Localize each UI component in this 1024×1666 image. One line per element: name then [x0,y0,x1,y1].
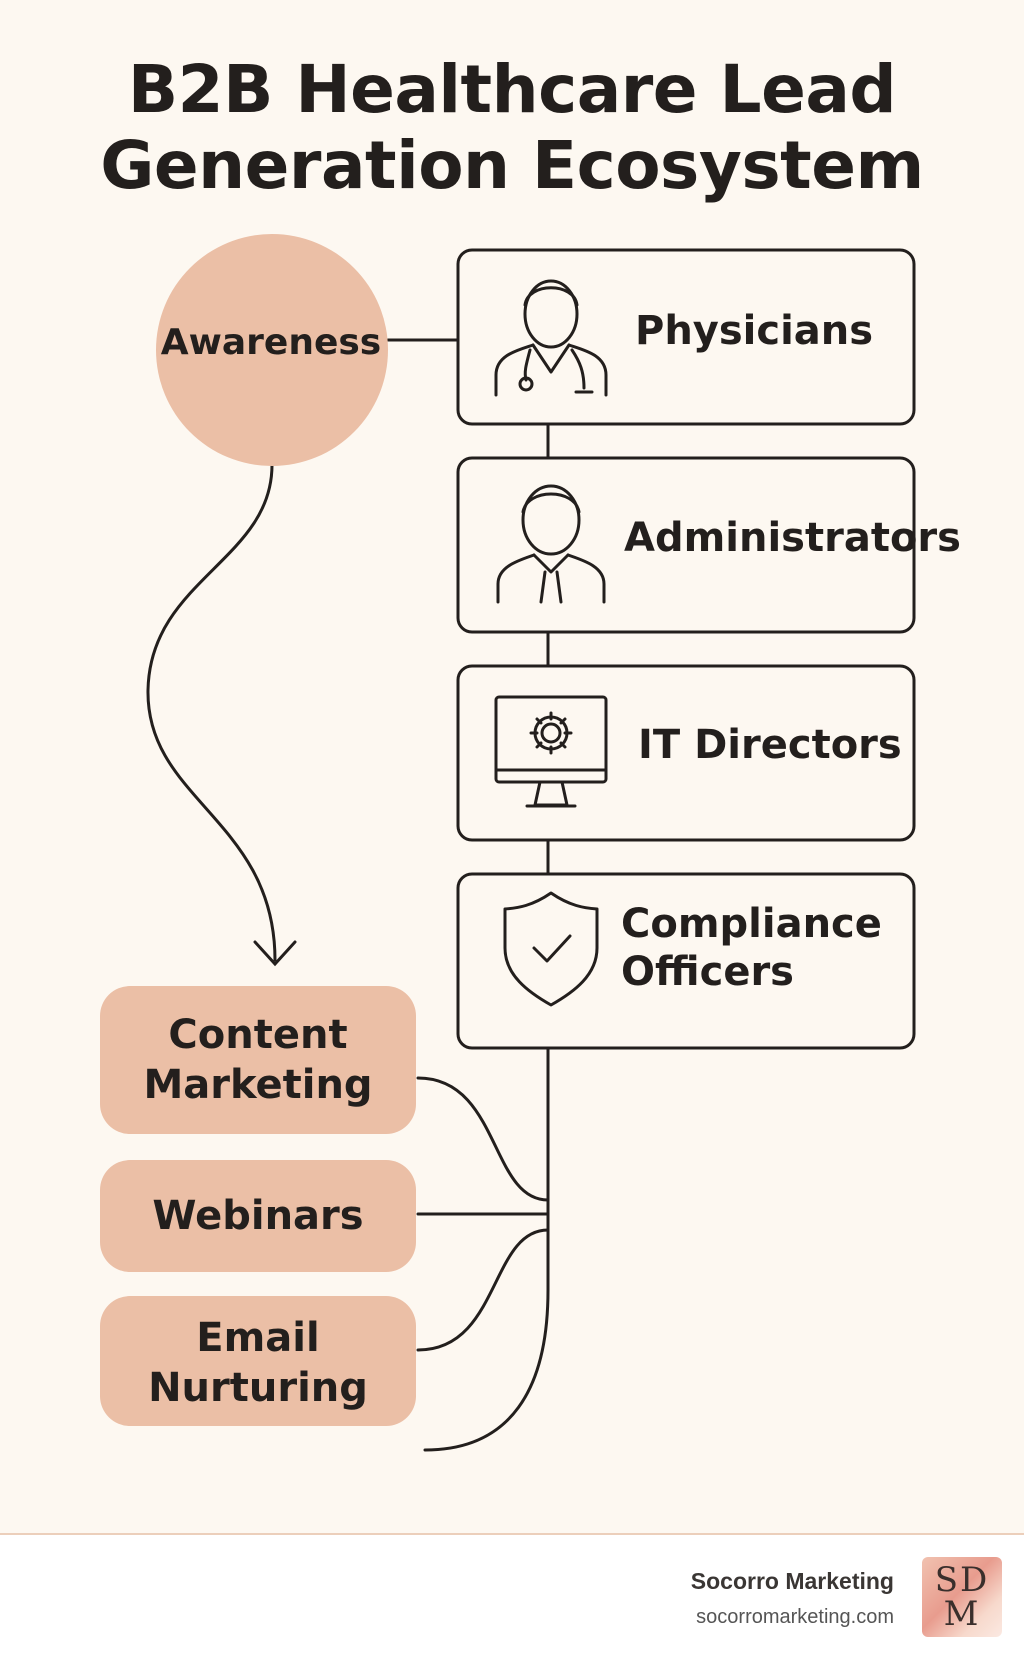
tactic-box-email [100,1296,416,1426]
tactic-box-webinars [100,1160,416,1272]
audience-label-compliance: Compliance Officers [621,901,882,995]
awareness-label: Awareness [160,322,382,363]
audience-box-compliance [456,872,916,1050]
tactic-label-email-nurturing: Email Nurturing [148,1315,368,1411]
audience-box-it-directors [456,664,916,842]
brand-logo: SD M [922,1557,1002,1637]
tactic-label-webinars: Webinars [152,1193,364,1239]
audience-label-it-directors: IT Directors [638,722,902,768]
tactic-box-content [100,986,416,1134]
tactic-label-content-marketing: Content Marketing [143,1012,373,1108]
administrator-person-icon [496,484,606,604]
title-line-2: Generation Ecosystem [100,127,924,204]
physician-stethoscope-icon [494,279,608,397]
email-connector [416,1228,550,1352]
awareness-circle [156,234,388,466]
audience-label-administrators: Administrators [624,515,961,561]
title-line-1: B2B Healthcare Lead [127,51,897,128]
footer-divider [0,1533,1024,1536]
footer [0,1535,1024,1666]
footer-brand-name: Socorro Marketing [690,1568,894,1594]
monitor-gear-icon [494,695,608,808]
footer-brand-url[interactable]: socorromarketing.com [696,1606,894,1628]
flow-arrowhead [253,940,297,967]
spine-main [423,1046,550,1452]
audience-label-physicians: Physicians [635,308,874,354]
logo-monogram: SD M [934,1560,990,1634]
flow-curve [146,463,277,962]
page-title: B2B Healthcare Lead Generation Ecosystem [0,52,1024,204]
shield-check-icon [503,891,599,1007]
ecosystem-diagram [100,234,916,1452]
content-connector [416,1076,550,1202]
